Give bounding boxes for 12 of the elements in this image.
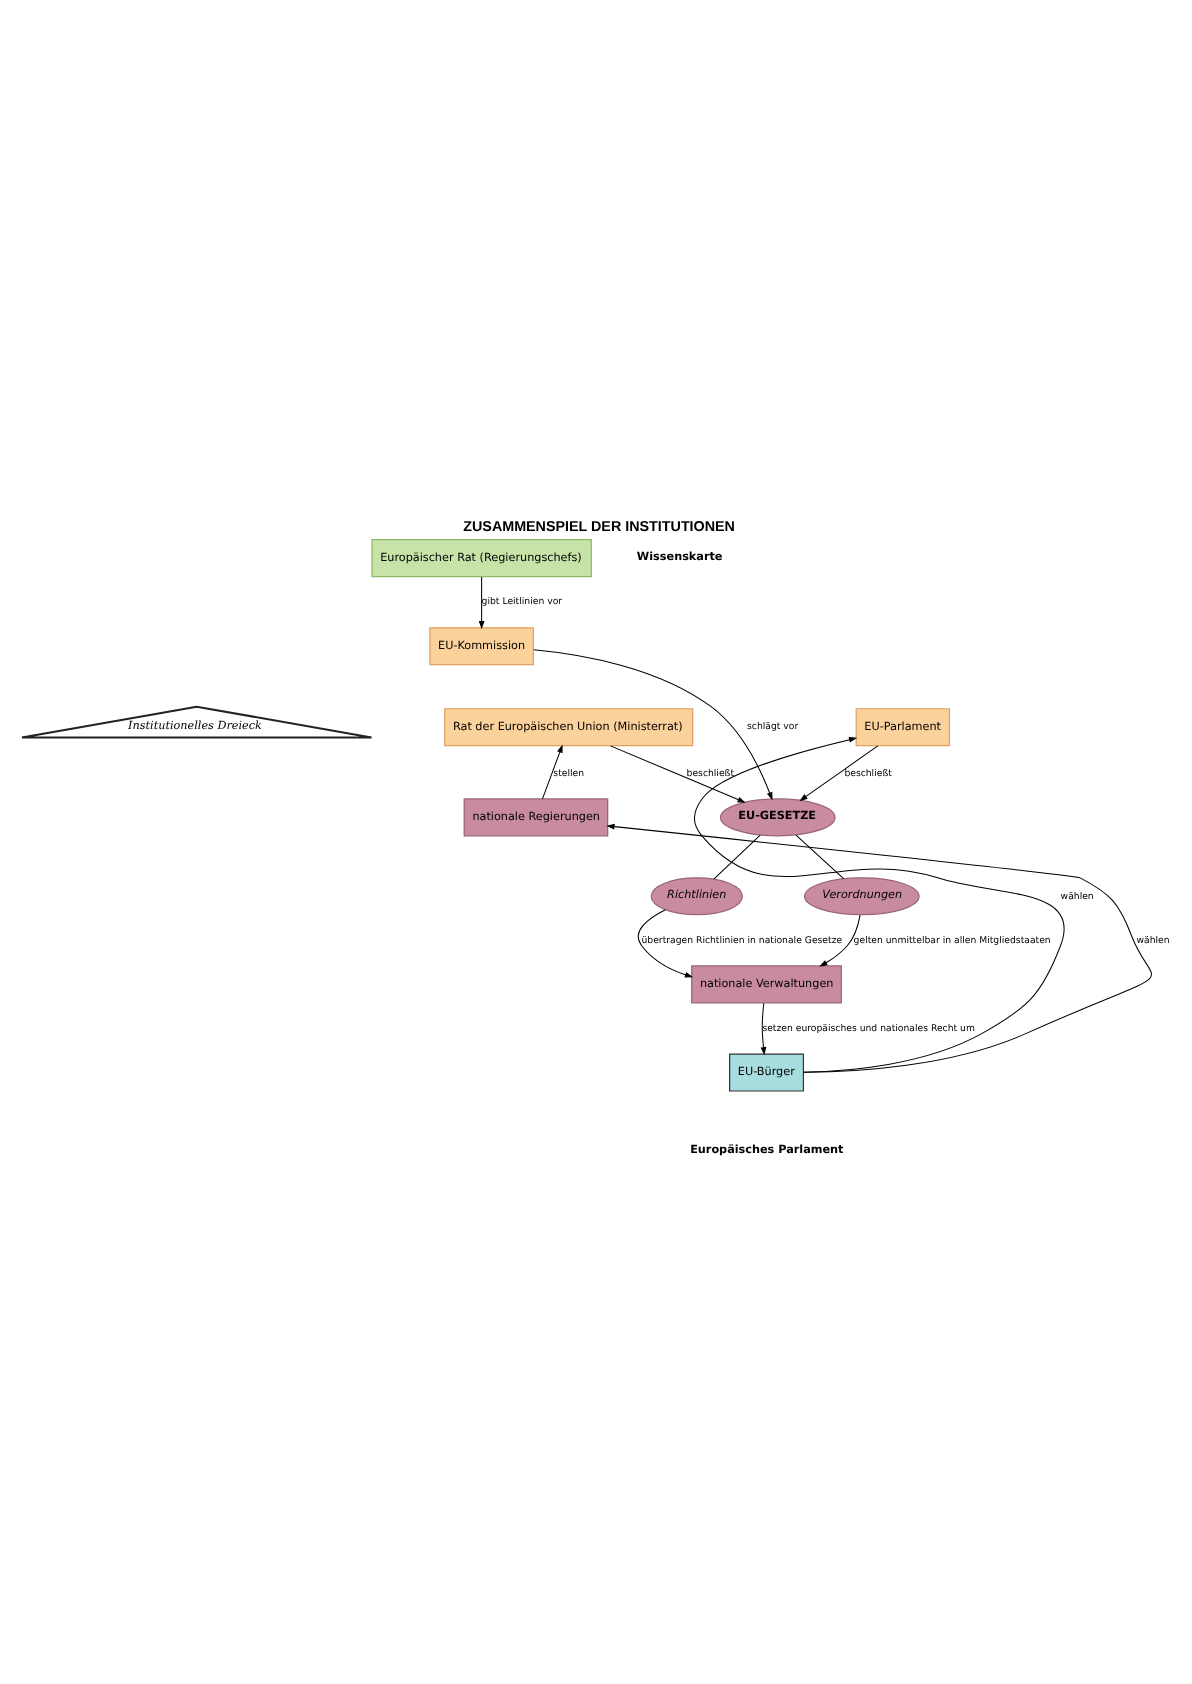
arrow bbox=[799, 744, 879, 801]
arrow bbox=[606, 822, 1152, 1072]
arrow bbox=[760, 1001, 767, 1055]
arrow bbox=[533, 648, 773, 800]
arrow bbox=[541, 743, 563, 799]
arrow bbox=[819, 913, 861, 966]
arrow bbox=[610, 744, 746, 802]
arrow bbox=[637, 908, 694, 977]
connector bbox=[713, 833, 761, 879]
arrow bbox=[693, 735, 1065, 1072]
arrow bbox=[478, 575, 485, 629]
connector bbox=[795, 833, 845, 879]
